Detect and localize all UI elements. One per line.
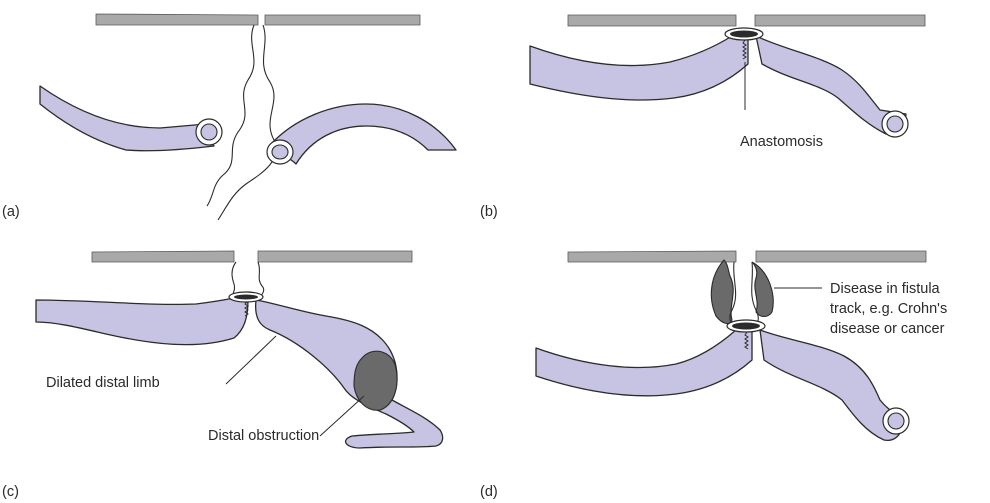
abdominal-wall-left xyxy=(568,15,736,26)
abdominal-wall-right xyxy=(265,15,420,25)
panel-label-c: (c) xyxy=(2,484,19,500)
distal-bowel-limb xyxy=(760,330,904,440)
fistula-track-right-line xyxy=(258,262,264,298)
distal-stoma xyxy=(882,111,908,137)
abdominal-wall-left xyxy=(92,251,234,262)
fistula-opening xyxy=(229,292,263,302)
abdominal-wall-right xyxy=(756,251,926,262)
disease-label-line-3: disease or cancer xyxy=(830,321,945,337)
anastomosis-label: Anastomosis xyxy=(740,134,823,150)
distal-bowel-loop xyxy=(272,104,456,164)
proximal-bowel-limb xyxy=(530,36,748,100)
obstruction-leader xyxy=(320,396,364,436)
obstruction-label: Distal obstruction xyxy=(208,428,319,444)
proximal-bowel-loop xyxy=(40,86,214,151)
panel-b: Anastomosis (b) xyxy=(480,15,925,220)
dilated-distal-limb xyxy=(256,300,443,448)
proximal-bowel-stoma xyxy=(196,119,222,145)
panel-label-b: (b) xyxy=(480,204,498,220)
distal-bowel-stoma xyxy=(267,140,293,164)
disease-label-line-2: track, e.g. Crohn's xyxy=(830,301,947,317)
panel-label-a: (a) xyxy=(2,204,20,220)
fistula-track-left-line xyxy=(207,25,254,206)
proximal-bowel-limb xyxy=(536,330,752,396)
abdominal-wall-right xyxy=(755,15,925,26)
panel-c: Dilated distal limb Distal obstruction (… xyxy=(2,251,443,500)
fistula-opening xyxy=(725,28,763,40)
dilated-limb-leader xyxy=(226,336,276,384)
panel-d: Disease in fistula track, e.g. Crohn's d… xyxy=(480,251,947,500)
distal-obstruction-mass xyxy=(354,351,397,410)
abdominal-wall-left xyxy=(568,251,736,262)
fistula-opening xyxy=(727,320,765,332)
abdominal-wall-left xyxy=(96,14,258,25)
panel-label-d: (d) xyxy=(480,484,498,500)
fistula-track-right-line xyxy=(218,25,276,220)
disease-label-line-1: Disease in fistula xyxy=(830,281,941,297)
dilated-limb-label: Dilated distal limb xyxy=(46,375,160,391)
distal-stoma xyxy=(883,408,909,434)
abdominal-wall-right xyxy=(258,251,412,262)
proximal-bowel-limb xyxy=(36,298,248,345)
panel-a: (a) xyxy=(2,14,456,220)
